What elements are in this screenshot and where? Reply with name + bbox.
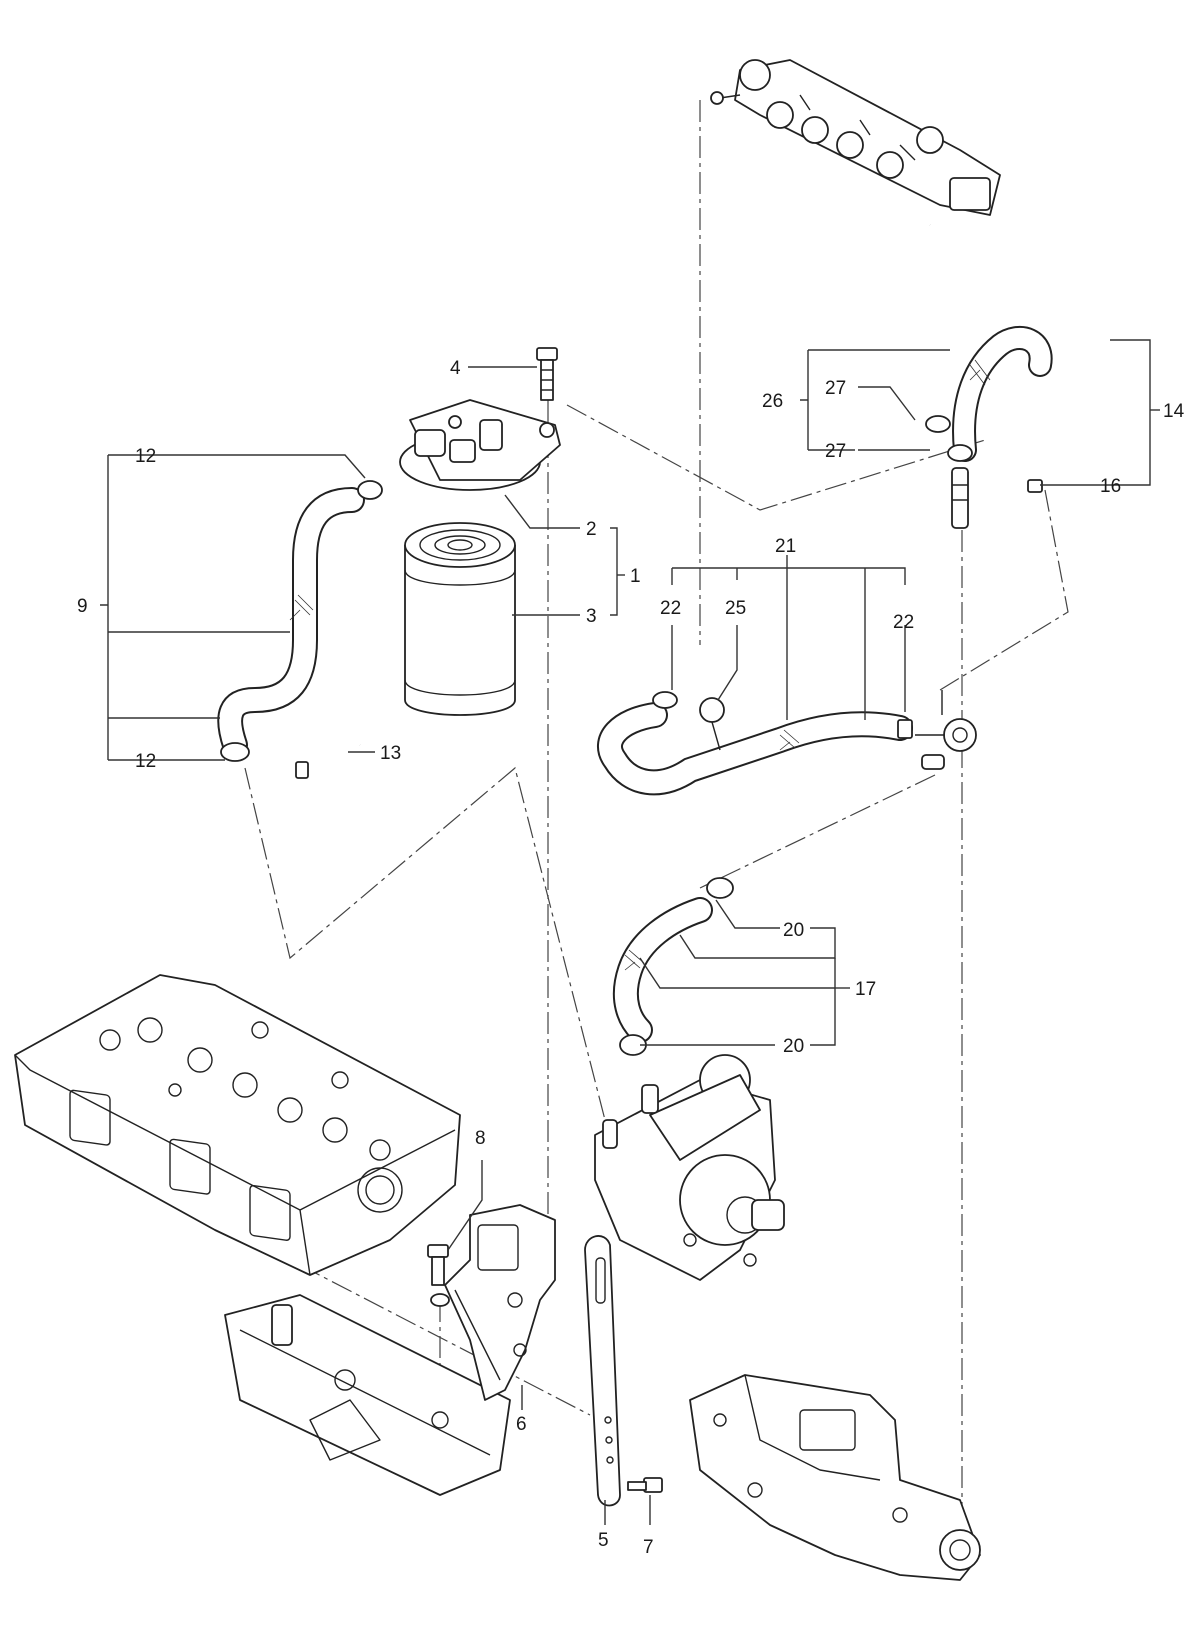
intake-manifold [224, 1294, 511, 1496]
callout-9: 9 [77, 596, 88, 617]
leader-lines [100, 339, 1160, 1525]
callout-17: 17 [855, 979, 876, 1000]
callout-2: 2 [586, 519, 597, 540]
callout-3: 3 [586, 606, 597, 627]
callout-22-right: 22 [893, 612, 914, 633]
callout-4: 4 [450, 358, 461, 379]
callout-22-left: 22 [660, 598, 681, 619]
callout-12-bottom: 12 [135, 751, 156, 772]
callout-14: 14 [1163, 401, 1185, 422]
callout-26: 26 [762, 391, 783, 412]
bolt-7 [627, 1477, 663, 1493]
high-pressure-pump [594, 1054, 785, 1281]
cylinder-head [14, 974, 461, 1276]
callout-16: 16 [1100, 476, 1121, 497]
strap-5 [584, 1235, 621, 1507]
strap-13 [295, 732, 362, 779]
filter-head [399, 399, 561, 491]
callout-1: 1 [630, 566, 641, 587]
callout-6: 6 [516, 1414, 527, 1435]
bolt-8 [427, 1244, 450, 1307]
callout-27-top: 27 [825, 378, 846, 399]
callout-21: 21 [775, 536, 796, 557]
callout-labels: 4 12 9 12 13 2 1 3 21 22 25 22 26 27 27 … [77, 358, 1185, 1558]
bracket-6 [444, 1204, 556, 1401]
hose-17 [612, 877, 734, 1056]
callout-20-top: 20 [783, 920, 804, 941]
hose-21 [597, 690, 977, 796]
fuel-rail [710, 59, 1001, 216]
callout-8: 8 [475, 1128, 486, 1149]
callout-20-bottom: 20 [783, 1036, 804, 1057]
hose-assembly-26 [925, 326, 1053, 529]
callout-27-bottom: 27 [825, 441, 846, 462]
callout-12-top: 12 [135, 446, 156, 467]
bolt-4 [536, 347, 558, 401]
callout-13: 13 [380, 743, 401, 764]
hose-9 [217, 480, 383, 762]
callout-7: 7 [643, 1537, 654, 1558]
filter-cartridge [404, 522, 516, 716]
alignment-lines [244, 100, 1069, 1565]
pump-housing [689, 1374, 981, 1581]
callout-25: 25 [725, 598, 746, 619]
callout-5: 5 [598, 1530, 609, 1551]
leak-off-line [928, 224, 1102, 493]
